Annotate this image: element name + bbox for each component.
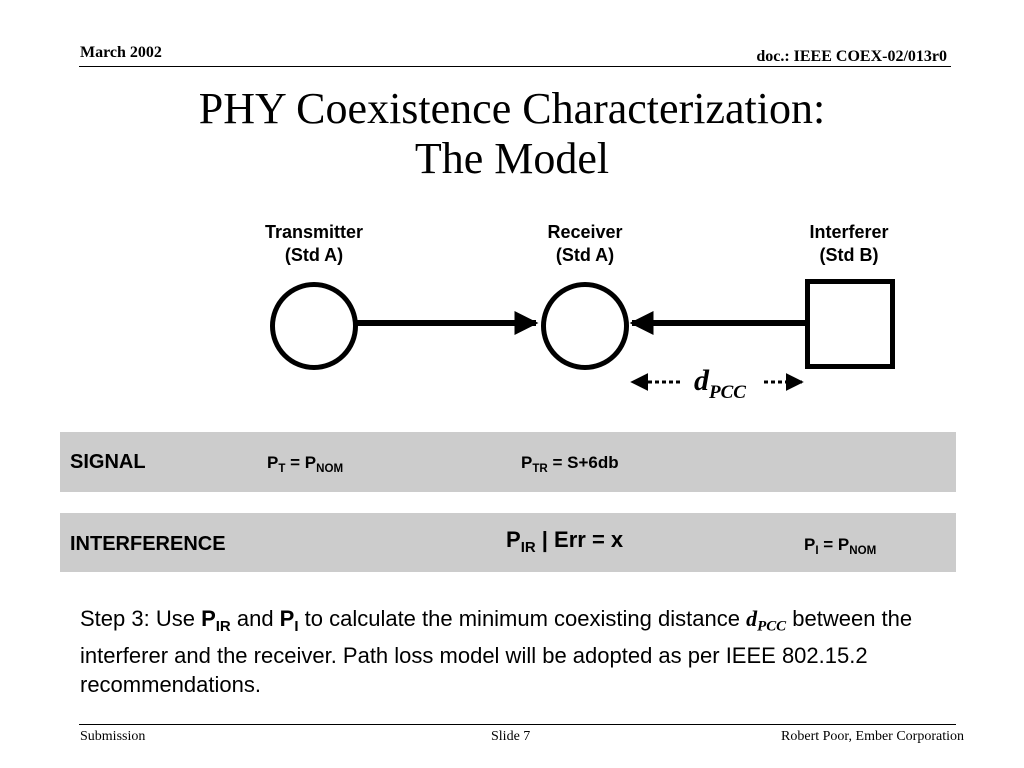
step-description: Step 3: Use PIR and PI to calculate the … bbox=[80, 604, 960, 699]
step-dpcc: dPCC bbox=[746, 606, 787, 635]
step-p1-sub: IR bbox=[215, 618, 231, 636]
footer-slide-number: Slide 7 bbox=[491, 729, 531, 744]
transmitter-label: Transmitter (Std A) bbox=[214, 221, 414, 267]
distance-var: d bbox=[694, 364, 709, 397]
step-t1: Step 3: Use bbox=[80, 606, 202, 631]
distance-sub: PCC bbox=[709, 382, 746, 403]
step-p1: P bbox=[201, 606, 216, 631]
slide-title-line2: The Model bbox=[414, 134, 610, 183]
slide-title-line1: PHY Coexistence Characterization: bbox=[198, 84, 826, 133]
ptr-rest: = S+6db bbox=[547, 453, 619, 472]
pir-sub: IR bbox=[520, 539, 536, 557]
slide-title: PHY Coexistence Characterization: The Mo… bbox=[0, 84, 1024, 184]
pt-sub: T bbox=[278, 463, 286, 476]
footer-submission: Submission bbox=[80, 729, 146, 744]
pi-p: P bbox=[804, 535, 816, 554]
step-p2: P bbox=[279, 606, 295, 631]
transmitter-name: Transmitter bbox=[264, 222, 364, 242]
signal-band: SIGNAL PT = PNOM PTR = S+6db bbox=[60, 432, 956, 492]
distance-label: dPCC bbox=[694, 364, 746, 404]
pi-sub: I bbox=[815, 545, 819, 558]
receiver-node bbox=[541, 282, 629, 370]
signal-label: SIGNAL bbox=[70, 451, 146, 473]
pi-sub2: NOM bbox=[849, 545, 877, 558]
step-t2: and bbox=[230, 606, 280, 631]
interference-band: INTERFERENCE PIR | Err = x PI = PNOM bbox=[60, 513, 956, 572]
ptr-p: P bbox=[521, 453, 533, 472]
pt-sub2: NOM bbox=[316, 463, 344, 476]
interference-pi-formula: PI = PNOM bbox=[804, 535, 876, 557]
pt-eq: = P bbox=[285, 453, 317, 472]
signal-pt-formula: PT = PNOM bbox=[267, 453, 343, 475]
interferer-label: Interferer (Std B) bbox=[749, 221, 949, 267]
step-d-sub: PCC bbox=[757, 618, 787, 635]
signal-ptr-formula: PTR = S+6db bbox=[521, 453, 619, 475]
transmitter-std: (Std A) bbox=[284, 245, 344, 265]
interference-label: INTERFERENCE bbox=[70, 533, 226, 555]
pir-p: P bbox=[506, 527, 521, 552]
header-doc-id: doc.: IEEE COEX-02/013r0 bbox=[756, 48, 947, 65]
interferer-node bbox=[805, 279, 895, 369]
step-p2-sub: I bbox=[294, 618, 299, 636]
step-d: d bbox=[746, 606, 758, 631]
interferer-std: (Std B) bbox=[819, 245, 879, 265]
footer-author: Robert Poor, Ember Corporation bbox=[781, 729, 964, 744]
pt-p: P bbox=[267, 453, 279, 472]
ptr-sub: TR bbox=[532, 463, 548, 476]
receiver-std: (Std A) bbox=[555, 245, 615, 265]
interferer-name: Interferer bbox=[809, 222, 889, 242]
step-t3: to calculate the minimum coexisting dist… bbox=[298, 606, 747, 631]
footer-rule bbox=[79, 724, 956, 725]
pi-eq: = P bbox=[818, 535, 850, 554]
receiver-name: Receiver bbox=[547, 222, 623, 242]
receiver-label: Receiver (Std A) bbox=[485, 221, 685, 267]
header-rule bbox=[79, 66, 951, 67]
pir-rest: | Err = x bbox=[535, 527, 624, 552]
header-date: March 2002 bbox=[80, 44, 162, 61]
step-t4: between the interferer and the receiver.… bbox=[80, 606, 913, 698]
transmitter-node bbox=[270, 282, 358, 370]
interference-pir-formula: PIR | Err = x bbox=[506, 527, 623, 556]
